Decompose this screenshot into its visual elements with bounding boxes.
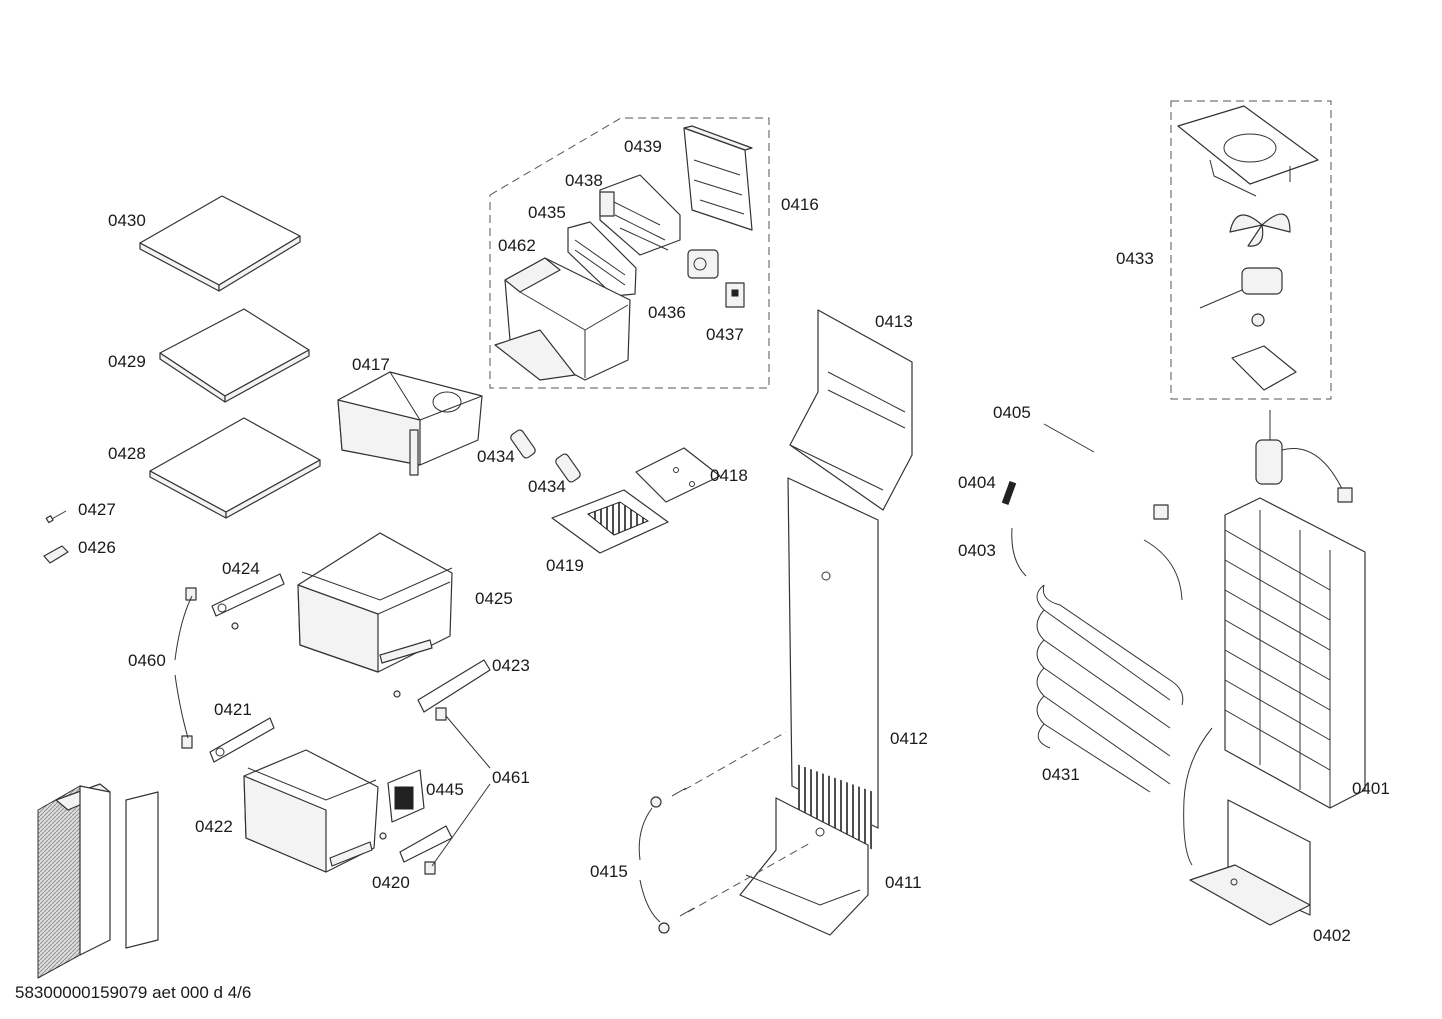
label-0401: 0401 (1352, 779, 1390, 798)
fan-bracket (1231, 345, 1297, 391)
fan-blade (1229, 213, 1291, 247)
shelf-0428 (149, 417, 321, 519)
label-0422: 0422 (195, 817, 233, 836)
fan-grommet (1251, 313, 1265, 327)
sensor-0405 (1043, 423, 1095, 453)
evaporator-0401 (1224, 410, 1366, 809)
label-0403: 0403 (958, 541, 996, 560)
defrost-heater-0431 (1036, 504, 1184, 793)
label-0423: 0423 (492, 656, 530, 675)
screw-path-0415a (683, 731, 787, 791)
icemaker-unit-0438 (599, 174, 681, 256)
label-0460: 0460 (128, 651, 166, 670)
leader-0461 (431, 715, 491, 867)
duct-cover-0413 (789, 309, 913, 511)
rear-panel-0412 (787, 477, 879, 850)
slide-0421 (181, 717, 275, 763)
fan-shroud-0433 (1177, 105, 1319, 197)
roller-0434-a (510, 429, 536, 459)
label-0461: 0461 (492, 768, 530, 787)
ice-tray-housing-0462 (494, 257, 631, 381)
label-0430: 0430 (108, 211, 146, 230)
label-0439: 0439 (624, 137, 662, 156)
cover-plate-0435 (567, 221, 637, 297)
roller-0434-b (555, 453, 581, 483)
label-0421: 0421 (214, 700, 252, 719)
document-id-footer: 58300000159079 aet 000 d 4/6 (15, 983, 251, 1002)
shelf-0429 (159, 308, 310, 403)
label-0425: 0425 (475, 589, 513, 608)
drip-tray-0402 (1183, 727, 1311, 926)
label-0418: 0418 (710, 466, 748, 485)
slide-0424 (185, 573, 285, 630)
label-0427: 0427 (78, 500, 116, 519)
icemaker-frame-0439 (683, 125, 753, 231)
clip-0404 (1001, 480, 1017, 506)
rail-0423 (393, 659, 491, 721)
plate-0419 (551, 489, 669, 554)
clip-0426 (43, 545, 69, 564)
cabinet-side-panels (37, 783, 159, 979)
wire-0403 (1011, 527, 1027, 577)
label-0437: 0437 (706, 325, 744, 344)
label-0424: 0424 (222, 559, 260, 578)
label-0415: 0415 (590, 862, 628, 881)
label-0433: 0433 (1116, 249, 1154, 268)
fan-motor (1199, 267, 1283, 309)
part-labels: 0430 0429 0428 0427 0426 0424 0425 0460 … (78, 137, 1390, 945)
screws-0415 (650, 787, 695, 934)
label-0420: 0420 (372, 873, 410, 892)
label-0435: 0435 (528, 203, 566, 222)
panel-0445 (387, 769, 425, 823)
leader-0415 (638, 807, 661, 923)
bracket-0418 (635, 447, 721, 503)
drawer-0425 (297, 532, 453, 673)
label-0402: 0402 (1313, 926, 1351, 945)
label-0434-a: 0434 (477, 447, 515, 466)
drawer-0422 (243, 749, 379, 873)
label-0431: 0431 (1042, 765, 1080, 784)
pin-0427 (45, 510, 67, 524)
label-0413: 0413 (875, 312, 913, 331)
label-0438: 0438 (565, 171, 603, 190)
shelf-0430 (139, 195, 301, 292)
label-0445: 0445 (426, 780, 464, 799)
label-0428: 0428 (108, 444, 146, 463)
label-0419: 0419 (546, 556, 584, 575)
bottom-cover-0411 (739, 797, 869, 936)
label-0412: 0412 (890, 729, 928, 748)
label-0411: 0411 (885, 873, 922, 892)
label-0462: 0462 (498, 236, 536, 255)
label-0426: 0426 (78, 538, 116, 557)
label-0436: 0436 (648, 303, 686, 322)
label-0416: 0416 (781, 195, 819, 214)
label-0404: 0404 (958, 473, 996, 492)
label-0429: 0429 (108, 352, 146, 371)
label-0417: 0417 (352, 355, 390, 374)
leader-0460 (174, 595, 193, 739)
ice-bucket-0417 (337, 371, 483, 476)
fan-group-outline (1170, 100, 1332, 400)
label-0405: 0405 (993, 403, 1031, 422)
screw-path-0415b (687, 841, 813, 913)
rail-0420 (379, 825, 453, 875)
icemaker-group-outline (489, 117, 770, 389)
label-0434-b: 0434 (528, 477, 566, 496)
switch-0437 (725, 282, 745, 308)
motor-0436 (687, 249, 719, 279)
